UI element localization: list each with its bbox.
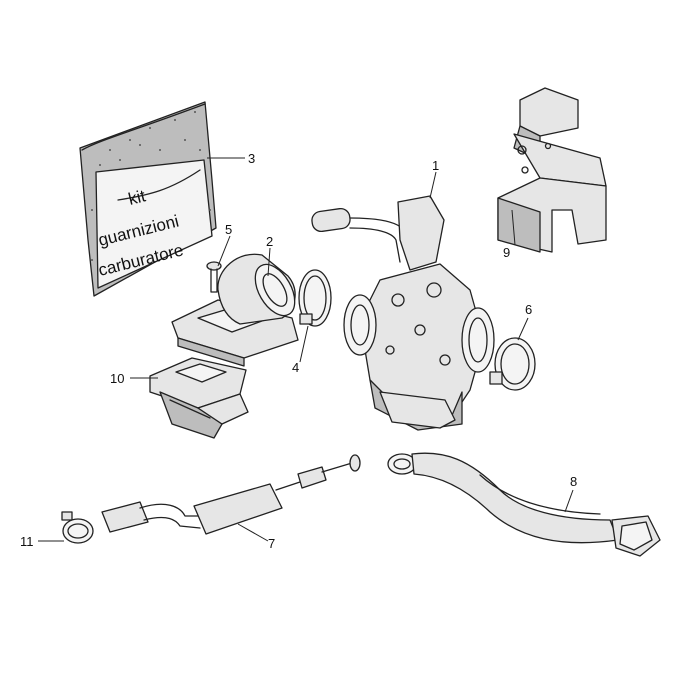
small-clamp bbox=[61, 511, 94, 544]
cable-tube bbox=[101, 454, 361, 535]
callout-2: 2 bbox=[266, 234, 273, 249]
gasket-kit-bag: kit guarnizioni carburatore bbox=[79, 101, 217, 297]
callout-6: 6 bbox=[525, 302, 532, 317]
air-hose bbox=[387, 452, 661, 557]
callout-9: 9 bbox=[503, 245, 510, 260]
hose-clamp-4 bbox=[298, 269, 332, 327]
callout-11: 11 bbox=[20, 534, 34, 549]
screw bbox=[206, 261, 222, 293]
hose-clamp-6 bbox=[489, 337, 536, 391]
reed-valve bbox=[149, 357, 249, 439]
callout-10: 10 bbox=[110, 371, 124, 386]
kit-label-line1: kit bbox=[126, 186, 147, 209]
callout-numbers: 1 2 3 4 5 6 7 8 9 10 11 bbox=[20, 151, 577, 551]
callout-8: 8 bbox=[570, 474, 577, 489]
carburetor bbox=[311, 195, 495, 431]
leader-lines bbox=[38, 157, 574, 542]
callout-7: 7 bbox=[268, 536, 275, 551]
intake-manifold bbox=[171, 253, 299, 367]
carburetor-cover bbox=[497, 87, 607, 253]
callout-3: 3 bbox=[248, 151, 255, 166]
callout-5: 5 bbox=[225, 222, 232, 237]
callout-1: 1 bbox=[432, 158, 439, 173]
callout-4: 4 bbox=[292, 360, 299, 375]
